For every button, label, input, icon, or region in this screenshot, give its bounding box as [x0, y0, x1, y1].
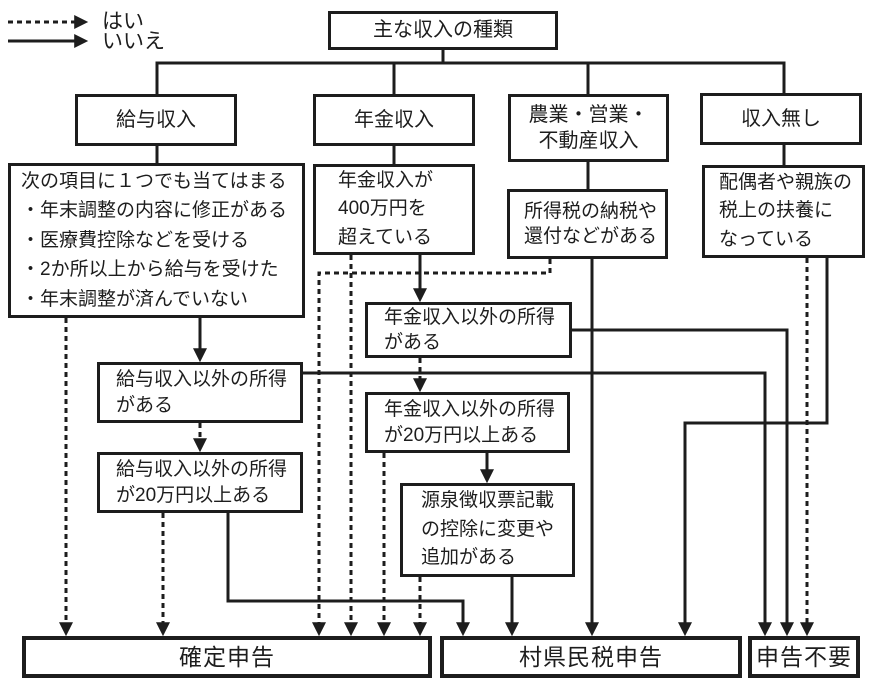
salary-check-item: ・年末調整が済んでいない — [21, 288, 249, 310]
node-pension-over-4m: 年金収入が 400万円を 超えている — [313, 164, 475, 255]
edge-no-salaryother-to-fuyou — [303, 371, 772, 637]
node-income-business: 農業・営業・ 不動産収入 — [508, 94, 669, 162]
node-income-tax-due: 所得税の納税や 還付などがある — [507, 189, 668, 259]
legend-no-label: いいえ — [102, 30, 165, 53]
node-withholding-changes: 源泉徴収票記載 の控除に変更や 追加がある — [400, 483, 575, 577]
node-dependent: 配偶者や親族の 税上の扶養に なっている — [702, 165, 865, 258]
edge-yes-incometax-to-kakutei — [312, 259, 552, 637]
node-income-salary: 給与収入 — [75, 94, 237, 146]
node-title: 主な収入の種類 — [328, 11, 558, 50]
salary-check-item: ・2か所以上から給与を受けた — [21, 259, 279, 281]
edge-no-pensionother-to-fuyou — [572, 328, 794, 637]
node-salary-other-over-200k: 給与収入以外の所得 が20万円以上ある — [97, 452, 303, 513]
node-outcome-no-return-needed: 申告不要 — [748, 636, 860, 678]
node-salary-check: 次の項目に１つでも当てはまる ・年末調整の内容に修正がある ・医療費控除などを受… — [8, 163, 305, 318]
node-outcome-resident-tax-return: 村県民税申告 — [440, 636, 742, 678]
node-income-pension: 年金収入 — [313, 94, 475, 146]
salary-check-heading: 次の項目に１つでも当てはまる — [21, 170, 287, 192]
node-outcome-final-return: 確定申告 — [22, 636, 432, 678]
edge-no-dependent-to-juminzei — [678, 258, 829, 637]
node-income-none: 収入無し — [700, 93, 862, 145]
node-pension-other-income: 年金収入以外の所得 がある — [365, 302, 572, 358]
connector-tree — [155, 50, 786, 189]
legend-yes-label: はい — [102, 10, 144, 33]
edge-no-salary20k-to-juminzei — [226, 513, 470, 637]
salary-check-item: ・年末調整の内容に修正がある — [21, 200, 288, 222]
node-salary-other-income: 給与収入以外の所得 がある — [97, 362, 303, 423]
salary-check-item: ・医療費控除などを受ける — [21, 229, 250, 251]
node-pension-other-over-200k: 年金収入以外の所得 が20万円以上ある — [365, 392, 570, 453]
